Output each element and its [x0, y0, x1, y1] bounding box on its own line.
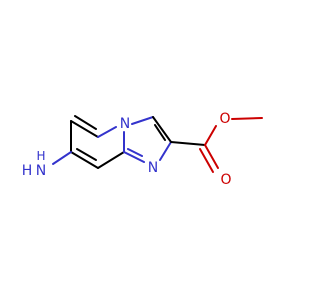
bond-c3-c2 — [152, 116, 172, 143]
bond-carbonyl-double-o-2 — [199, 148, 214, 173]
atom-ring-n-bridge: N — [120, 116, 130, 132]
bond-n1-c8a — [123, 151, 145, 163]
bond-carbonyl-double-o — [204, 144, 219, 169]
molecule-canvas: N H H N N O O — [21, 111, 263, 188]
bond-c2-n1 — [159, 141, 172, 161]
bond-c5-c6 — [70, 120, 99, 138]
atom-ester-o-double: O — [220, 172, 231, 188]
bond-c3-c2-inner — [154, 124, 166, 141]
bond-n1-c8a-inner — [127, 148, 143, 157]
bond-o-methyl — [231, 117, 263, 120]
bond-carbonyl-single-o — [204, 125, 217, 146]
bond-c8-c8a — [97, 151, 125, 169]
bond-c7-nh2 — [52, 151, 72, 165]
bond-c2-carbonyl — [170, 141, 206, 146]
bond-c5-c6-inner — [74, 115, 97, 130]
atom-ester-o-single: O — [219, 111, 230, 127]
bond-c7-c8-inner — [76, 148, 97, 161]
atom-amine-n: N — [36, 163, 46, 179]
bond-c7-c8 — [70, 151, 99, 169]
atom-amine-h-top: H — [36, 149, 45, 163]
atom-amine-h-left: H — [22, 163, 33, 179]
molecule-diagram: N H H N N O O — [22, 111, 263, 188]
atom-ring-n-imidazole: N — [148, 160, 158, 176]
bond-n4-c3 — [131, 116, 154, 125]
bond-n4-c5 — [97, 126, 117, 138]
